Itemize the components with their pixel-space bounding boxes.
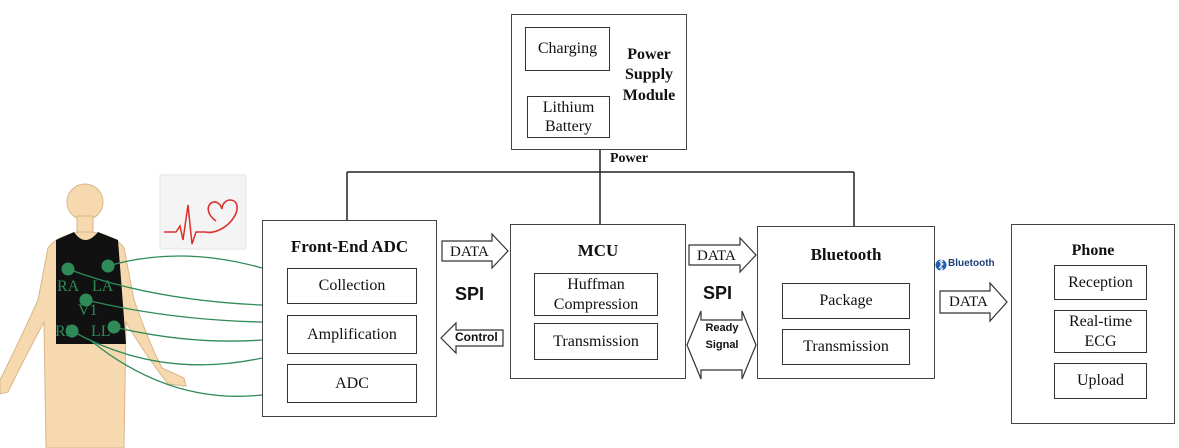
electrode-label-la: LA bbox=[92, 278, 114, 295]
electrode-label-rl: RL bbox=[55, 323, 76, 340]
mcu-title: MCU bbox=[577, 241, 619, 260]
lead-wire-la bbox=[107, 255, 263, 269]
reception-box: Reception bbox=[1054, 265, 1147, 300]
electrode-label-ll: LL bbox=[91, 323, 111, 340]
amplification-box: Amplification bbox=[287, 315, 417, 354]
mcu-transmission-box: Transmission bbox=[534, 323, 658, 360]
ready-signal-arrow bbox=[686, 310, 757, 380]
upload-box: Upload bbox=[1054, 363, 1147, 399]
data-arrow-2 bbox=[688, 236, 757, 274]
huffman-compression-box: Huffman Compression bbox=[534, 273, 658, 316]
phone-title: Phone bbox=[1071, 242, 1115, 259]
data-label-1: DATA bbox=[450, 244, 489, 260]
lead-wire-extra bbox=[89, 339, 263, 397]
electrode-label-v1: V1 bbox=[78, 302, 98, 319]
electrode-label-ra: RA bbox=[57, 278, 80, 295]
bluetooth-transmission-box: Transmission bbox=[782, 329, 910, 365]
data-label-3: DATA bbox=[949, 294, 988, 310]
power-label: Power bbox=[610, 151, 649, 166]
bluetooth-title: Bluetooth bbox=[810, 245, 882, 264]
control-label: Control bbox=[455, 330, 498, 344]
package-box: Package bbox=[782, 283, 910, 319]
data-arrow-1 bbox=[441, 232, 509, 270]
bluetooth-logo-text: Bluetooth bbox=[948, 258, 995, 269]
collection-box: Collection bbox=[287, 268, 417, 304]
data-arrow-3 bbox=[939, 281, 1008, 323]
realtime-ecg-box: Real-time ECG bbox=[1054, 310, 1147, 353]
lead-wire-ll bbox=[113, 326, 263, 342]
charging-box: Charging bbox=[525, 27, 610, 71]
frontend-adc-title: Front-End ADC bbox=[290, 237, 409, 256]
ecg-trace bbox=[164, 204, 206, 245]
lithium-battery-box: Lithium Battery bbox=[527, 96, 610, 138]
ready-signal-label: Ready Signal bbox=[705, 322, 739, 351]
spi-label-1: SPI bbox=[455, 284, 485, 304]
heart-icon bbox=[205, 199, 238, 234]
power-supply-title: Power Supply Module bbox=[622, 46, 676, 104]
lead-wire-ra bbox=[67, 268, 263, 306]
adc-box: ADC bbox=[287, 364, 417, 403]
lead-wire-rl bbox=[71, 330, 263, 366]
ecg-card bbox=[159, 174, 247, 250]
lead-wire-v1 bbox=[85, 299, 263, 323]
control-arrow bbox=[440, 321, 504, 355]
spi-label-2: SPI bbox=[703, 283, 733, 303]
data-label-2: DATA bbox=[697, 248, 736, 264]
